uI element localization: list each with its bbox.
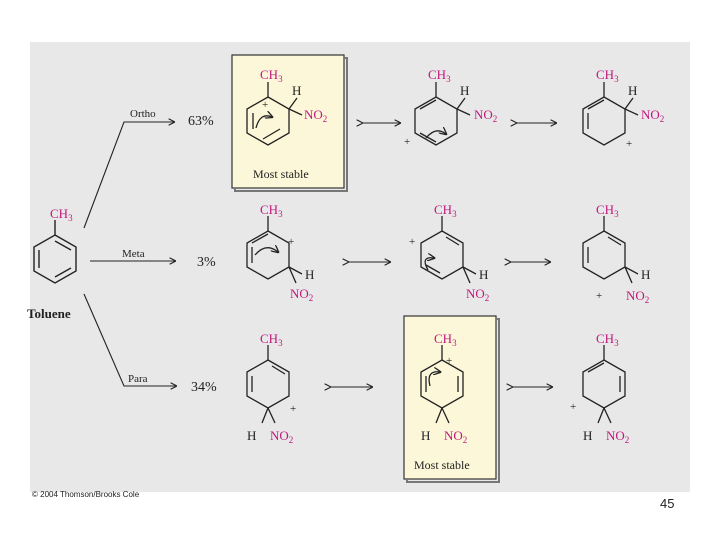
toluene-ch3: CH3 <box>50 206 73 223</box>
para-route-arrow <box>83 293 176 386</box>
ch3-label: CH3 <box>596 67 619 84</box>
diagram-background <box>30 42 690 492</box>
h-label: H <box>247 428 256 443</box>
ch3-label: CH3 <box>428 67 451 84</box>
no2-label: NO2 <box>641 107 664 124</box>
ortho-resonance-3 <box>582 82 639 146</box>
h-label: H <box>641 267 650 282</box>
ortho-resonance-1 <box>246 82 303 146</box>
h-label: H <box>479 267 488 282</box>
most-stable-box-para <box>403 315 497 480</box>
para-resonance-1 <box>246 345 290 424</box>
no2-label: NO2 <box>304 107 327 124</box>
ch3-label: CH3 <box>260 67 283 84</box>
no2-label: NO2 <box>606 428 629 445</box>
h-label: H <box>421 428 430 443</box>
plus-charge: + <box>570 401 576 413</box>
route-label-para: Para <box>128 373 148 385</box>
h-label: H <box>305 267 314 282</box>
meta-resonance-1 <box>246 216 303 284</box>
percent-ortho: 63% <box>188 114 214 129</box>
most-stable-label-ortho: Most stable <box>253 167 309 181</box>
plus-charge: + <box>626 138 632 150</box>
plus-charge: + <box>288 236 294 248</box>
toluene-label: Toluene <box>27 306 71 321</box>
route-label-meta: Meta <box>122 248 145 260</box>
ortho-route-arrow <box>83 122 174 229</box>
ch3-label: CH3 <box>260 202 283 219</box>
route-label-ortho: Ortho <box>130 108 156 120</box>
plus-charge: + <box>596 290 602 302</box>
no2-label: NO2 <box>290 286 313 303</box>
plus-charge: + <box>446 355 452 367</box>
copyright-notice: © 2004 Thomson/Brooks Cole <box>32 490 140 499</box>
meta-resonance-3 <box>582 216 639 284</box>
para-resonance-2 <box>420 345 464 424</box>
plus-charge: + <box>409 236 415 248</box>
ortho-resonance-2 <box>414 82 471 146</box>
meta-resonance-2 <box>420 216 477 284</box>
plus-charge: + <box>404 136 410 148</box>
no2-label: NO2 <box>270 428 293 445</box>
no2-label: NO2 <box>474 107 497 124</box>
ch3-label: CH3 <box>596 331 619 348</box>
h-label: H <box>628 83 637 98</box>
ch3-label: CH3 <box>260 331 283 348</box>
ch3-label: CH3 <box>434 331 457 348</box>
no2-label: NO2 <box>444 428 467 445</box>
percent-meta: 3% <box>197 255 216 270</box>
percent-para: 34% <box>191 380 217 395</box>
page-number: 45 <box>660 496 675 511</box>
most-stable-label-para: Most stable <box>414 458 470 472</box>
h-label: H <box>460 83 469 98</box>
para-resonance-3 <box>582 345 626 424</box>
ch3-label: CH3 <box>434 202 457 219</box>
most-stable-box-ortho <box>231 54 345 189</box>
plus-charge: + <box>262 99 268 111</box>
h-label: H <box>583 428 592 443</box>
ch3-label: CH3 <box>596 202 619 219</box>
no2-label: NO2 <box>626 288 649 305</box>
h-label: H <box>292 83 301 98</box>
no2-label: NO2 <box>466 286 489 303</box>
toluene-structure <box>33 220 77 284</box>
plus-charge: + <box>290 403 296 415</box>
